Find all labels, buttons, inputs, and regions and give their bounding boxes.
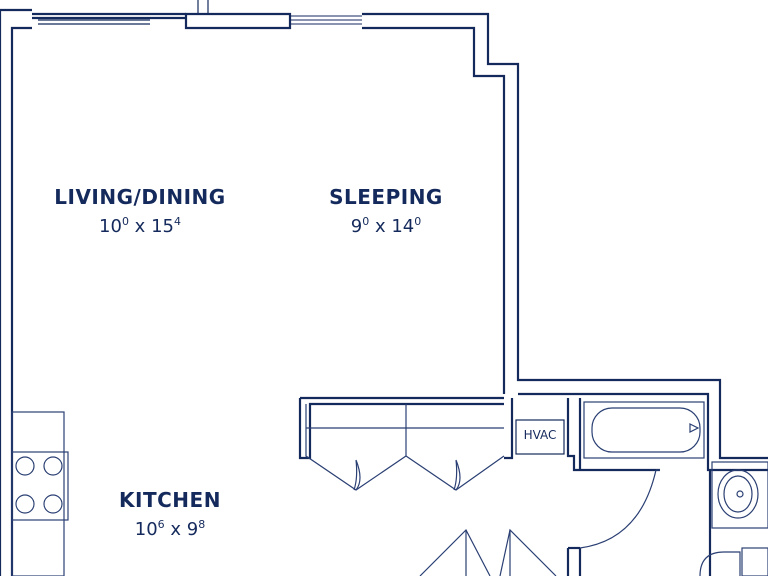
double-door: [499, 528, 557, 576]
sleeping-label: SLEEPING 90 x 140: [300, 185, 472, 237]
hall-doors: [419, 469, 660, 576]
door-frame: [197, 0, 209, 14]
wall-segment: [504, 398, 514, 460]
wall-segment: [362, 26, 506, 394]
stove: [11, 451, 69, 521]
burner: [43, 456, 63, 476]
closet-doors: [305, 404, 505, 491]
door-swing: [353, 459, 361, 491]
room-name: LIVING/DINING: [54, 185, 226, 209]
sink-bowl: [717, 469, 759, 519]
window: [290, 15, 362, 25]
burner: [15, 456, 35, 476]
sink-drain-icon: [736, 490, 744, 498]
bathroom-fixtures: [583, 401, 768, 576]
wall-segment: [10, 26, 32, 576]
room-dimensions: 100 x 154: [99, 215, 181, 237]
double-door: [419, 528, 491, 576]
living-dining-label: LIVING/DINING 100 x 154: [40, 185, 240, 237]
wall-segment: [0, 8, 32, 576]
bifold-door: [305, 404, 505, 491]
sliding-door: [38, 19, 150, 25]
wall-segment: [32, 12, 186, 20]
kitchen-label: KITCHEN 106 x 98: [90, 488, 250, 540]
wall-segment: [362, 12, 768, 460]
room-dimensions: 90 x 140: [350, 215, 422, 237]
tub-basin: [591, 407, 701, 453]
counter: [11, 411, 65, 576]
hvac-label: HVAC: [523, 428, 557, 442]
room-name: SLEEPING: [329, 185, 443, 209]
kitchen-fixtures: [11, 411, 69, 576]
vanity: [711, 461, 768, 529]
sink-inner: [723, 475, 753, 513]
toilet: [699, 551, 741, 576]
door-swing: [453, 459, 461, 491]
bath-door-swing: [579, 469, 657, 549]
wall-segment: [566, 548, 582, 576]
wall-segment: [566, 398, 584, 472]
tub-drain-icon: [689, 423, 700, 433]
burner: [43, 494, 63, 514]
bathtub: [583, 401, 705, 459]
exterior-walls: [0, 8, 768, 576]
door-leaf: [465, 530, 511, 576]
burner: [15, 494, 35, 514]
room-dimensions: 106 x 98: [134, 518, 206, 540]
wall-segment: [184, 12, 292, 30]
room-name: KITCHEN: [119, 488, 221, 512]
hvac-box: [515, 419, 565, 455]
toilet-tank: [741, 547, 768, 576]
top-doors: [38, 0, 209, 25]
